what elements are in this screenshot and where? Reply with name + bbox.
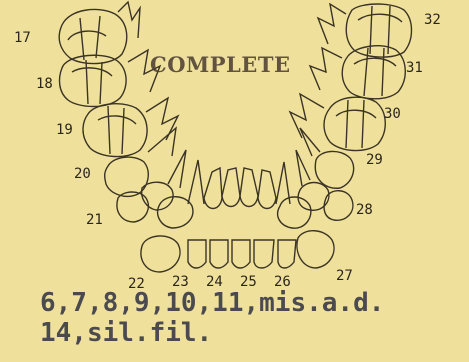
- tooth-number-29: 29: [366, 152, 383, 168]
- tooth-number-31: 31: [406, 60, 423, 76]
- tooth-number-21: 21: [86, 212, 103, 228]
- tooth-number-18: 18: [36, 76, 53, 92]
- tooth-number-27: 27: [336, 268, 353, 284]
- tooth-number-30: 30: [384, 106, 401, 122]
- tooth-number-17: 17: [14, 30, 31, 46]
- right-premolars: [296, 128, 354, 220]
- tooth-number-32: 32: [424, 12, 441, 28]
- tooth-number-19: 19: [56, 122, 73, 138]
- complete-stamp: COMPLETE: [150, 52, 290, 77]
- dental-chart-diagram: [0, 0, 469, 300]
- notes-line-1: 6,7,8,9,10,11,mis.a.d.: [40, 288, 384, 318]
- tooth-number-20: 20: [74, 166, 91, 182]
- upper-front-left: [158, 160, 240, 228]
- tooth-number-28: 28: [356, 202, 373, 218]
- notes-line-2: 14,sil.fil.: [40, 318, 212, 348]
- left-molars: [59, 2, 178, 157]
- lower-teeth: [141, 231, 334, 272]
- right-molars: [290, 4, 412, 151]
